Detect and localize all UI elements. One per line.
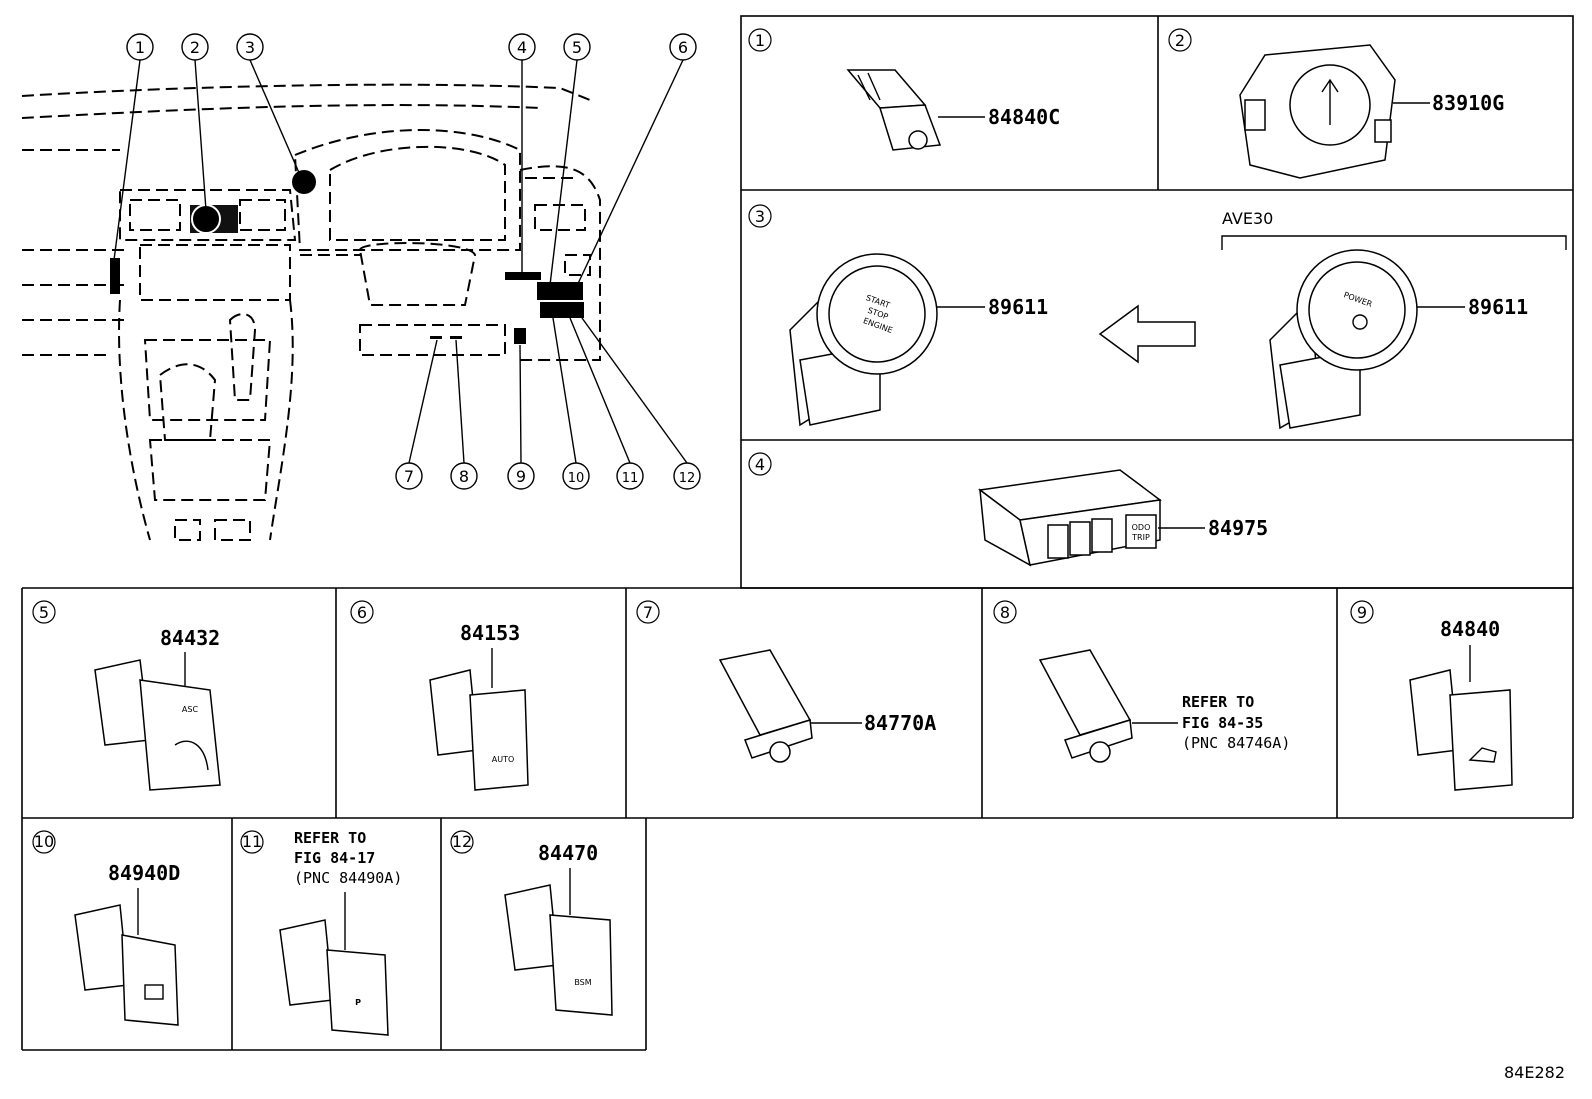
switch-84470-drawing: BSM <box>504 884 613 1016</box>
switch-84746a-drawing <box>1038 649 1133 763</box>
cell-10: 10 84940D <box>32 830 180 1026</box>
variant-label: AVE30 <box>1222 209 1273 228</box>
switch-84432-drawing: ASC <box>94 659 221 791</box>
refer-note-line-1: REFER TO <box>294 829 366 847</box>
trunk-icon <box>1468 747 1497 763</box>
overview-callout-12: 12 <box>679 471 696 486</box>
cell-number: 4 <box>755 455 765 474</box>
switch-84153-drawing: AUTO <box>429 669 529 791</box>
figure-code: 84E282 <box>1504 1063 1565 1082</box>
overview-callout-10: 10 <box>568 471 585 486</box>
part-number: 84975 <box>1208 516 1268 540</box>
dashboard-overview: 1 2 3 4 5 6 7 8 9 10 11 12 <box>21 33 701 541</box>
cell-8: 8 REFER TO FIG 84-35 (PNC 84746A) <box>993 600 1290 763</box>
cell-number: 3 <box>755 207 765 226</box>
cell-1: 1 84840C <box>748 28 1060 151</box>
part-number: 84432 <box>160 626 220 650</box>
overview-callout-4: 4 <box>517 38 527 57</box>
cell-number: 10 <box>34 832 54 851</box>
switch-84840-drawing <box>1409 669 1513 791</box>
asc-label: ASC <box>182 705 199 714</box>
auto-label: AUTO <box>492 755 515 764</box>
cell-number: 6 <box>357 603 367 622</box>
cell-4: 4 ODO TRIP 84975 <box>748 452 1268 567</box>
cell-5: 5 84432 ASC <box>32 600 221 791</box>
overview-callout-2: 2 <box>190 38 200 57</box>
overview-callout-11: 11 <box>622 471 639 486</box>
overview-callout-6: 6 <box>678 38 688 57</box>
cell-11: 11 REFER TO FIG 84-17 (PNC 84490A) P <box>240 829 402 1036</box>
overview-callout-3: 3 <box>245 38 255 57</box>
switch-84840c-drawing <box>846 69 942 151</box>
part-number-left: 89611 <box>988 295 1048 319</box>
cell-6: 6 84153 AUTO <box>350 600 529 791</box>
cell-number: 1 <box>755 31 765 50</box>
cell-number: 5 <box>39 603 49 622</box>
switch-84940d-drawing <box>74 904 179 1026</box>
overview-callout-1: 1 <box>135 38 145 57</box>
cell-12: 12 84470 BSM <box>450 830 613 1016</box>
trip-label: TRIP <box>1131 533 1150 542</box>
part-number: 83910G <box>1432 91 1504 115</box>
switch-84975-drawing: ODO TRIP <box>978 469 1162 567</box>
cell-number: 11 <box>242 832 262 851</box>
part-number-right: 89611 <box>1468 295 1528 319</box>
cell-number: 2 <box>1175 31 1185 50</box>
refer-note-line-3: (PNC 84490A) <box>294 869 402 887</box>
cell-3: 3 START STOP ENGINE 89611 AVE30 POWER 89… <box>748 204 1567 430</box>
part-number: 84770A <box>864 711 936 735</box>
overview-callout-5: 5 <box>572 38 582 57</box>
cell-number: 8 <box>1000 603 1010 622</box>
callout-3-marker <box>292 170 316 194</box>
bsm-label: BSM <box>574 978 591 987</box>
cell-9: 9 84840 <box>1350 600 1513 791</box>
part-number: 84840 <box>1440 617 1500 641</box>
refer-note-line-1: REFER TO <box>1182 693 1254 711</box>
cell-number: 9 <box>1357 603 1367 622</box>
start-stop-switch-drawing: START STOP ENGINE <box>789 253 938 427</box>
power-switch-drawing: POWER <box>1269 249 1418 430</box>
switch-84770a-drawing <box>718 649 813 763</box>
ignition-83910g-drawing <box>1239 44 1396 179</box>
refer-note-line-3: (PNC 84746A) <box>1182 734 1290 752</box>
refer-note-line-2: FIG 84-35 <box>1182 714 1263 732</box>
part-number: 84470 <box>538 841 598 865</box>
switch-84490a-drawing: P <box>279 919 389 1036</box>
overview-callout-8: 8 <box>459 467 469 486</box>
part-number: 84840C <box>988 105 1060 129</box>
parking-icon: P <box>355 998 361 1007</box>
part-number: 84940D <box>108 861 180 885</box>
cell-number: 12 <box>452 832 472 851</box>
power-icon <box>1352 314 1368 330</box>
cell-7: 7 84770A <box>636 600 936 763</box>
overview-callout-9: 9 <box>516 467 526 486</box>
overview-callout-7: 7 <box>404 467 414 486</box>
odo-label: ODO <box>1132 523 1151 532</box>
cell-2: 2 83910G <box>1168 28 1504 179</box>
cell-number: 7 <box>643 603 653 622</box>
arrow-icon <box>1098 304 1196 364</box>
part-number: 84153 <box>460 621 520 645</box>
refer-note-line-2: FIG 84-17 <box>294 849 375 867</box>
grid-frames <box>21 15 1574 1051</box>
